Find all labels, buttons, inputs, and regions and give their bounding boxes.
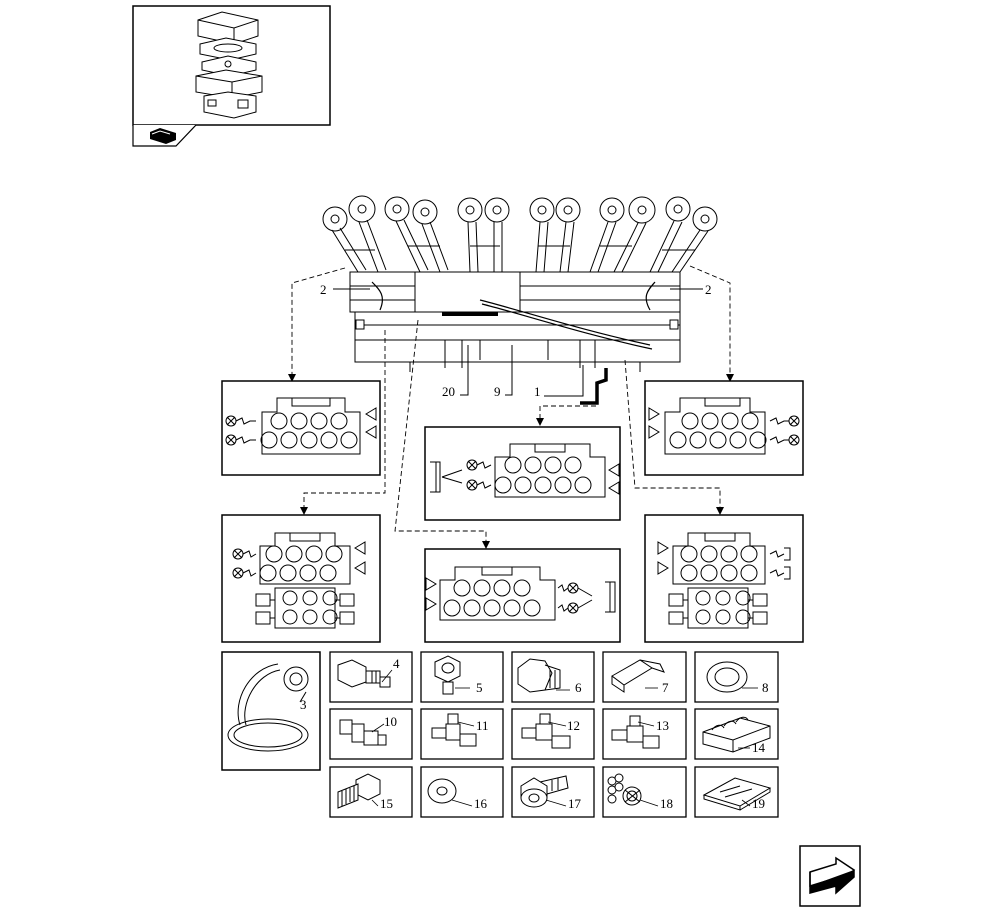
- parts-row-1: [329, 651, 779, 703]
- parts-row-3: [329, 766, 779, 818]
- callout-18: 18: [660, 796, 673, 811]
- arrowheads: [288, 374, 734, 549]
- parts-row-2-leaders: [371, 721, 750, 749]
- connector-box-center-upper: [424, 426, 621, 521]
- callout-17: 17: [568, 796, 582, 811]
- next-page-arrow-icon[interactable]: [799, 845, 861, 907]
- callout-13: 13: [656, 718, 669, 733]
- parts-row-3-leaders: [371, 799, 751, 807]
- connector-box-middle-left: [221, 514, 381, 643]
- control-levers: [322, 195, 718, 273]
- connector-box-top-left: [221, 380, 381, 476]
- callout-10: 10: [384, 714, 397, 729]
- callout-20: 20: [442, 384, 455, 399]
- callout-19: 19: [752, 796, 765, 811]
- callout-1: 1: [534, 384, 541, 399]
- connector-box-top-right: [644, 380, 804, 476]
- valve-assembly-drawing: [322, 195, 718, 372]
- callout-5: 5: [476, 680, 483, 695]
- callout-7: 7: [662, 680, 669, 695]
- callout-11: 11: [476, 718, 489, 733]
- connector-box-center-lower: [424, 548, 621, 643]
- callout-8: 8: [762, 680, 769, 695]
- assembly-thumbnail-icon: [132, 5, 331, 147]
- parts-row-1-leaders: [381, 669, 758, 691]
- callout-3: 3: [300, 697, 307, 712]
- callout-2-left: 2: [320, 282, 327, 297]
- callout-6: 6: [575, 680, 582, 695]
- callout-9: 9: [494, 384, 501, 399]
- callout-16: 16: [474, 796, 488, 811]
- dashed-reference-lines: [291, 265, 731, 544]
- callout-14: 14: [752, 740, 766, 755]
- parts-row-2: [329, 708, 779, 760]
- callout-12: 12: [567, 718, 580, 733]
- book-section-icon: [150, 128, 176, 144]
- callout-4: 4: [393, 656, 400, 671]
- callout-15: 15: [380, 796, 393, 811]
- callout-leaders: [333, 288, 703, 405]
- part-3-wire-harness: [221, 651, 321, 771]
- callout-2-right: 2: [705, 282, 712, 297]
- connector-box-middle-right: [644, 514, 804, 643]
